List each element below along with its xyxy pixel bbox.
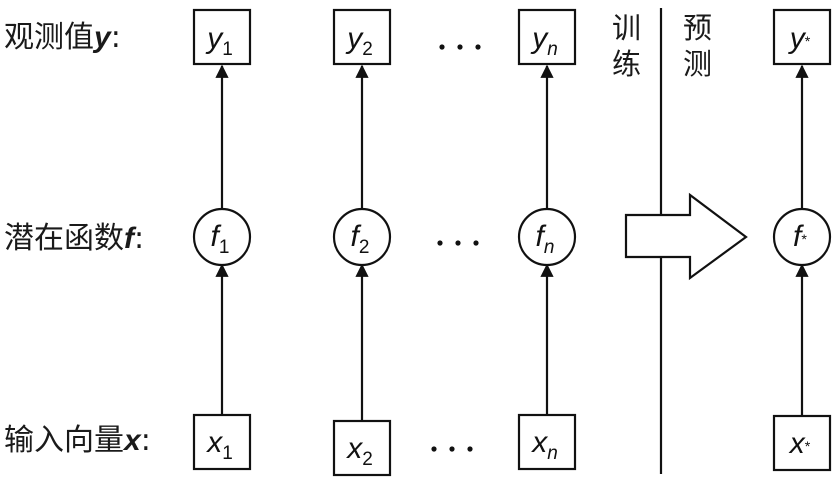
f-symbol: f* [793, 220, 807, 253]
f-symbol: f2 [351, 220, 370, 258]
ellipsis-latent [437, 240, 479, 246]
phase-label-prediction-2: 测 [683, 47, 712, 81]
row-label-observed: 观测值y: [4, 20, 121, 55]
ellipsis-input [431, 446, 473, 452]
phase-label-training-2: 练 [612, 47, 641, 81]
latent-node [332, 207, 392, 267]
latent-node [772, 207, 832, 267]
input-node [192, 413, 252, 471]
x-symbol: x2 [345, 432, 373, 470]
phase-label-prediction-1: 预 [683, 11, 712, 45]
latent-node [192, 207, 252, 267]
input-node [517, 413, 577, 471]
x-symbol: x1 [205, 426, 233, 464]
f-symbol: fn [536, 220, 555, 258]
observed-node [517, 8, 577, 66]
phase-label-training-1: 训 [612, 11, 641, 45]
y-symbol: y1 [205, 22, 233, 60]
latent-node [517, 207, 577, 267]
observed-node [332, 8, 392, 66]
column-n: yn fn xn [517, 8, 577, 471]
columns-layer: y1 f1 x1 y2 f2 x2 yn fn xn y* f* x* [192, 8, 832, 477]
input-node [772, 414, 832, 472]
y-symbol: y2 [345, 22, 373, 60]
x-symbol: xn [530, 426, 558, 464]
input-node [332, 419, 392, 477]
y-symbol: yn [530, 22, 558, 60]
f-symbol: f1 [211, 220, 230, 258]
column-2: y2 f2 x2 [332, 8, 392, 477]
x-symbol: x* [788, 427, 811, 460]
observed-node [192, 8, 252, 66]
column-1: y1 f1 x1 [192, 8, 252, 471]
observed-node [772, 8, 832, 66]
column-star: y* f* x* [772, 8, 832, 472]
y-symbol: y* [788, 22, 811, 55]
ellipsis-observed [439, 44, 481, 50]
row-label-input: 输入向量x: [4, 423, 151, 458]
transition-arrow-icon [624, 192, 748, 281]
row-label-latent: 潜在函数f: [4, 221, 144, 256]
